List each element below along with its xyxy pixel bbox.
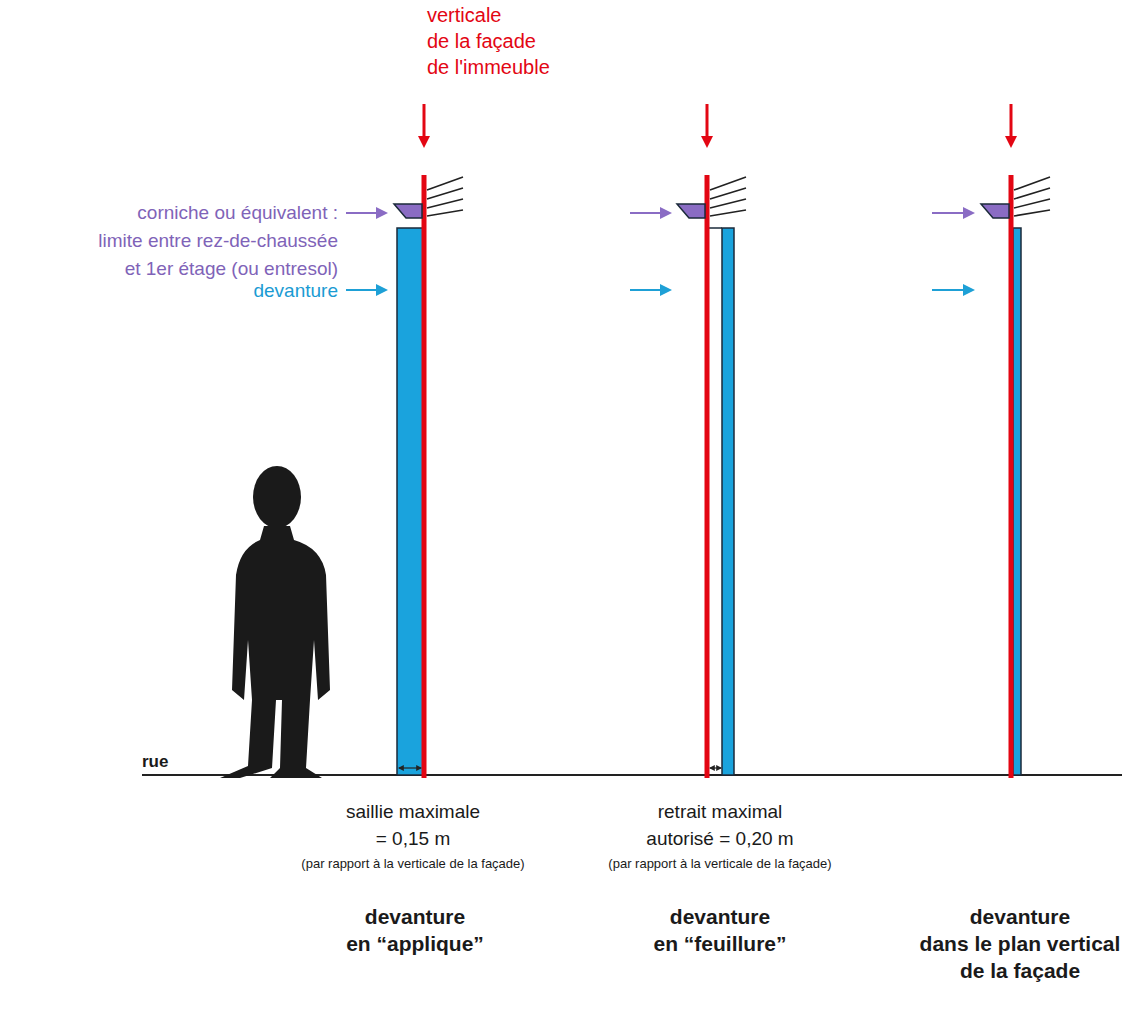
- facade-column-1: [394, 104, 463, 778]
- cornice: [677, 204, 705, 218]
- facade-column-3: [981, 104, 1050, 778]
- type-title: devanture en “applique”: [346, 903, 484, 957]
- storefront-label: devanture: [253, 278, 338, 304]
- dimension-arrow: [710, 767, 721, 768]
- facade-column-2: [677, 104, 746, 778]
- wall-hatch: [427, 177, 463, 216]
- cornice-pointers: [346, 212, 973, 214]
- wall-hatch: [1014, 177, 1050, 216]
- dimension-arrow: [399, 767, 421, 768]
- person-head: [253, 466, 301, 528]
- person-body: [220, 526, 330, 778]
- type-title: devanture en “feuillure”: [653, 903, 786, 957]
- facade-vertical: [422, 175, 427, 778]
- person-silhouette: [220, 466, 330, 778]
- facade-arrow: [1010, 104, 1013, 142]
- street-label: rue: [142, 752, 168, 772]
- facade-vertical: [705, 175, 710, 778]
- storefront-plane: [1013, 228, 1021, 775]
- cornice-label: corniche ou équivalent : limite entre re…: [98, 199, 338, 283]
- facade-arrow: [706, 104, 709, 142]
- wall-hatch: [710, 177, 746, 216]
- storefront-pointers: [346, 289, 973, 291]
- dimension-label: saillie maximale = 0,15 m: [346, 798, 480, 852]
- storefront-feuillure: [722, 228, 734, 775]
- cornice: [981, 204, 1009, 218]
- facade-arrow: [423, 104, 426, 142]
- storefront-applique: [397, 228, 423, 775]
- storefront-top-edge: [709, 227, 722, 229]
- facade-label: verticale de la façade de l'immeuble: [427, 2, 550, 80]
- dimension-label: retrait maximal autorisé = 0,20 m: [646, 798, 793, 852]
- type-title: devanture dans le plan vertical de la fa…: [920, 903, 1121, 984]
- dimension-note: (par rapport à la verticale de la façade…: [301, 855, 524, 873]
- dimension-note: (par rapport à la verticale de la façade…: [608, 855, 831, 873]
- facade-vertical: [1009, 175, 1014, 778]
- cornice: [394, 204, 422, 218]
